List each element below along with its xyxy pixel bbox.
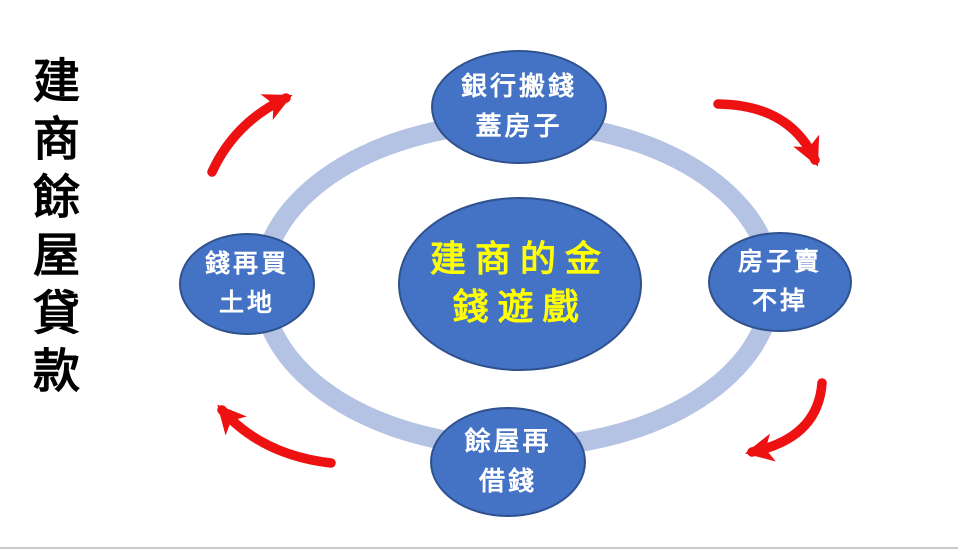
node-bottom-line1: 餘屋再 — [464, 426, 552, 457]
node-bottom: 餘屋再 借錢 — [430, 407, 586, 517]
curved-arrow-left-to-top-icon — [207, 93, 293, 177]
curved-arrow-right-to-bottom-icon — [745, 378, 827, 462]
node-left: 錢再買 土地 — [179, 233, 315, 335]
node-right-line2: 不掉 — [751, 286, 808, 315]
node-top-line2: 蓋房子 — [475, 112, 563, 142]
curved-arrow-bottom-to-left-icon — [217, 404, 336, 468]
page-title: 建商餘屋貸款 — [24, 56, 79, 404]
node-left-line1: 錢再買 — [204, 249, 289, 279]
center-node-line2: 錢遊戲 — [452, 287, 588, 328]
center-node-line1: 建商的金 — [429, 239, 610, 281]
center-node: 建商的金 錢遊戲 — [398, 197, 642, 371]
node-right-line1: 房子賣 — [737, 247, 822, 277]
bottom-divider — [0, 547, 958, 549]
node-top-line1: 銀行搬錢 — [460, 71, 577, 102]
node-bottom-line2: 借錢 — [478, 467, 537, 497]
node-left-line2: 土地 — [218, 288, 275, 317]
node-right: 房子賣 不掉 — [708, 232, 852, 332]
node-top: 銀行搬錢 蓋房子 — [431, 50, 607, 164]
curved-arrow-top-to-right-icon — [713, 99, 820, 167]
